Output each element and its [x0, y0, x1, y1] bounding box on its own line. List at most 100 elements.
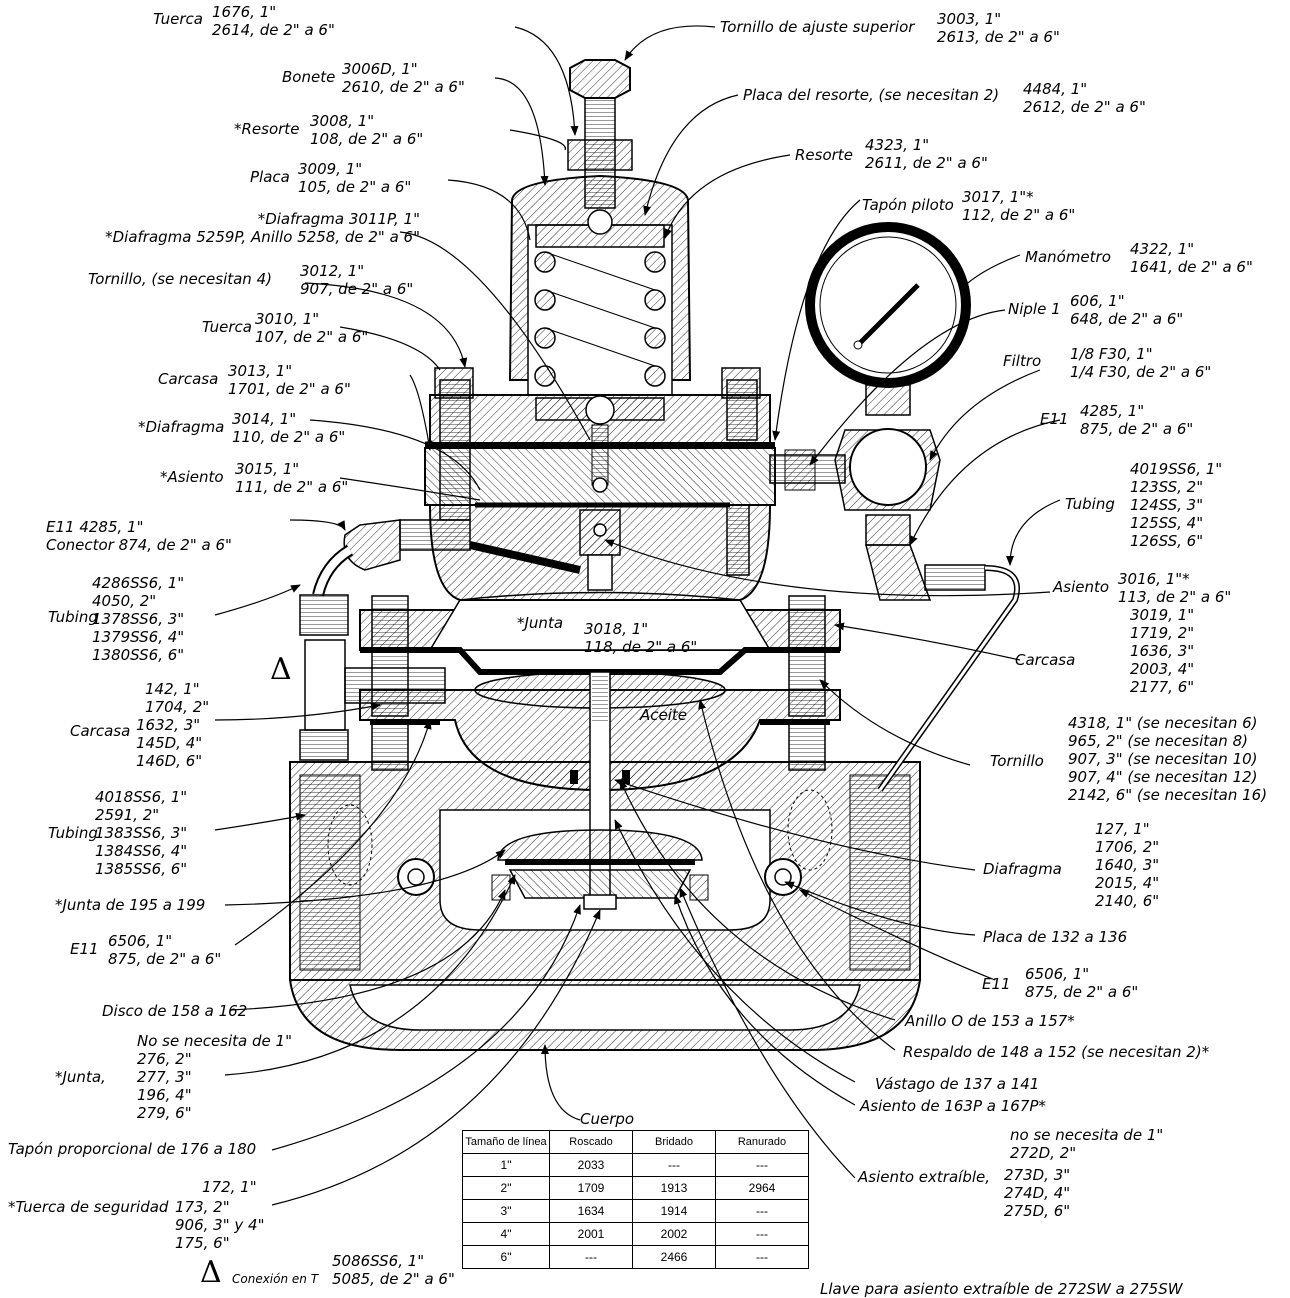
table-row: 4" 2001 2002 --- — [462, 1222, 809, 1246]
codes-placa-resorte: 4484, 1" 2612, de 2" a 6" — [1023, 80, 1146, 116]
codes-e11-right: 4285, 1" 875, de 2" a 6" — [1080, 402, 1194, 438]
codes-bonete: 3006D, 1" 2610, de 2" a 6" — [342, 60, 465, 96]
label-disco: Disco de 158 a 162 — [102, 1002, 248, 1020]
label-junta-3018: *Junta — [517, 614, 564, 632]
label-tubing-right: Tubing — [1065, 495, 1115, 513]
label-resorte-left: *Resorte — [234, 120, 300, 138]
codes-carcasa-right: 3019, 1" 1719, 2" 1636, 3" 2003, 4" 2177… — [1130, 606, 1195, 696]
label-filtro: Filtro — [1003, 352, 1042, 370]
label-carcasa-top: Carcasa — [158, 370, 219, 388]
codes-resorte-right: 4323, 1" 2611, de 2" a 6" — [865, 136, 988, 172]
codes-e11-left: 6506, 1" 875, de 2" a 6" — [108, 932, 222, 968]
table-header: Tamaño de línea — [462, 1130, 550, 1154]
label-tornillo-4: Tornillo, (se necesitan 4) — [88, 270, 272, 288]
leader-lines — [214, 25, 1061, 1206]
label-asiento-163: Asiento de 163P a 167P* — [860, 1097, 1046, 1115]
table-row: 1" 2033 --- --- — [462, 1153, 809, 1177]
label-tapon-piloto: Tapón piloto — [862, 196, 954, 214]
table-row: 6" --- 2466 --- — [462, 1245, 809, 1269]
table-cell: 2964 — [715, 1176, 809, 1200]
codes-filtro: 1/8 F30, 1" 1/4 F30, de 2" a 6" — [1070, 345, 1212, 381]
label-asiento-extraible: Asiento extraíble, — [858, 1168, 991, 1186]
codes-resorte-left: 3008, 1" 108, de 2" a 6" — [310, 112, 424, 148]
codes-e11-low-right: 6506, 1" 875, de 2" a 6" — [1025, 965, 1139, 1001]
table-header-row: Tamaño de línea Roscado Bridado Ranurado — [462, 1130, 809, 1154]
table-cell: --- — [632, 1153, 716, 1177]
label-diafragma: Diafragma — [983, 860, 1062, 878]
label-tornillo: Tornillo — [990, 752, 1044, 770]
table-row: 3" 1634 1914 --- — [462, 1199, 809, 1223]
table-cell: 1" — [462, 1153, 550, 1177]
codes-tubing-right: 4019SS6, 1" 123SS, 2" 124SS, 3" 125SS, 4… — [1130, 460, 1223, 550]
table-cell: 2466 — [632, 1245, 716, 1269]
label-tubing-left: Tubing — [48, 608, 98, 626]
label-tuerca-seguridad: *Tuerca de seguridad — [8, 1198, 169, 1216]
label-anillo-o: Anillo O de 153 a 157* — [905, 1012, 1075, 1030]
label-e11-conector: E11 4285, 1" Conector 874, de 2" a 6" — [46, 518, 232, 554]
codes-tornillo-ajuste: 3003, 1" 2613, de 2" a 6" — [937, 10, 1060, 46]
codes-carcasa-left-1: 142, 1" 1704, 2" — [145, 680, 210, 716]
label-placa: Placa — [250, 168, 290, 186]
codes-carcasa-left-2: 1632, 3" 145D, 4" 146D, 6" — [136, 716, 203, 770]
codes-tornillo-4: 3012, 1" 907, de 2" a 6" — [300, 262, 414, 298]
label-asiento-3015: *Asiento — [160, 468, 224, 486]
table-cell: 2033 — [549, 1153, 633, 1177]
label-placa-132: Placa de 132 a 136 — [983, 928, 1128, 946]
codes-conexion-t: 5086SS6, 1" 5085, de 2" a 6" — [332, 1252, 455, 1288]
label-tapon-prop: Tapón proporcional de 176 a 180 — [8, 1140, 257, 1158]
codes-manometro: 4322, 1" 1641, de 2" a 6" — [1130, 240, 1253, 276]
codes-junta: No se necesita de 1" 276, 2" 277, 3" 196… — [137, 1032, 292, 1122]
label-vastago: Vástago de 137 a 141 — [875, 1075, 1040, 1093]
codes-tubing-left: 4286SS6, 1" 4050, 2" 1378SS6, 3" 1379SS6… — [92, 574, 185, 664]
table-cell: 1914 — [632, 1199, 716, 1223]
codes-tuerca-seguridad-1: 172, 1" — [202, 1178, 257, 1196]
codes-diafragma: 127, 1" 1706, 2" 1640, 3" 2015, 4" 2140,… — [1095, 820, 1160, 910]
label-resorte-right: Resorte — [795, 146, 853, 164]
gauge-piping — [769, 222, 1020, 792]
table-cell: --- — [715, 1245, 809, 1269]
codes-diafragma-3014: 3014, 1" 110, de 2" a 6" — [232, 410, 346, 446]
codes-tubing-lower: 4018SS6, 1" 2591, 2" 1383SS6, 3" 1384SS6… — [95, 788, 188, 878]
label-e11-right: E11 — [1040, 410, 1069, 428]
table-cell: --- — [715, 1153, 809, 1177]
label-diafragma-3011: *Diafragma 3011P, 1" *Diafragma 5259P, A… — [105, 210, 420, 246]
codes-niple: 606, 1" 648, de 2" a 6" — [1070, 292, 1184, 328]
label-llave: Llave para asiento extraíble de 272SW a … — [820, 1280, 1183, 1298]
label-diafragma-3014: *Diafragma — [138, 418, 225, 436]
codes-asiento-extraible-2: 273D, 3" 274D, 4" 275D, 6" — [1004, 1166, 1071, 1220]
table-cell: 1913 — [632, 1176, 716, 1200]
codes-tuerca-top: 1676, 1" 2614, de 2" a 6" — [212, 3, 335, 39]
codes-asiento-3016: 3016, 1"* 113, de 2" a 6" — [1118, 570, 1232, 606]
table-cell: --- — [715, 1199, 809, 1223]
label-tornillo-ajuste: Tornillo de ajuste superior — [720, 18, 915, 36]
delta-symbol: Δ — [270, 652, 292, 687]
table-cell: 2002 — [632, 1222, 716, 1246]
label-cuerpo: Cuerpo — [580, 1110, 635, 1128]
label-conexion-t: Conexión en T — [232, 1272, 319, 1286]
table-cell: 3" — [462, 1199, 550, 1223]
label-manometro: Manómetro — [1025, 248, 1111, 266]
codes-junta-3018: 3018, 1" 118, de 2" a 6" — [584, 620, 698, 656]
codes-asiento-3015: 3015, 1" 111, de 2" a 6" — [235, 460, 349, 496]
label-aceite: Aceite — [640, 706, 688, 724]
table-cell: 2001 — [549, 1222, 633, 1246]
codes-tornillo: 4318, 1" (se necesitan 6) 965, 2" (se ne… — [1068, 714, 1268, 804]
label-niple: Niple 1 — [1008, 300, 1061, 318]
delta-symbol-legend: Δ — [200, 1255, 222, 1290]
label-tubing-lower: Tubing — [48, 824, 98, 842]
label-tuerca-top: Tuerca — [153, 10, 203, 28]
label-bonete: Bonete — [282, 68, 336, 86]
body-size-table: Tamaño de línea Roscado Bridado Ranurado… — [462, 1130, 809, 1269]
label-e11-low-right: E11 — [982, 975, 1011, 993]
table-row: 2" 1709 1913 2964 — [462, 1176, 809, 1200]
table-header: Roscado — [549, 1130, 633, 1154]
codes-carcasa-top: 3013, 1" 1701, de 2" a 6" — [228, 362, 351, 398]
label-respaldo: Respaldo de 148 a 152 (se necesitan 2)* — [903, 1043, 1210, 1061]
label-tuerca-mid: Tuerca — [202, 318, 252, 336]
label-carcasa-left: Carcasa — [70, 722, 131, 740]
table-cell: --- — [549, 1245, 633, 1269]
label-carcasa-right: Carcasa — [1015, 651, 1076, 669]
codes-tuerca-mid: 3010, 1" 107, de 2" a 6" — [255, 310, 369, 346]
table-cell: 2" — [462, 1176, 550, 1200]
